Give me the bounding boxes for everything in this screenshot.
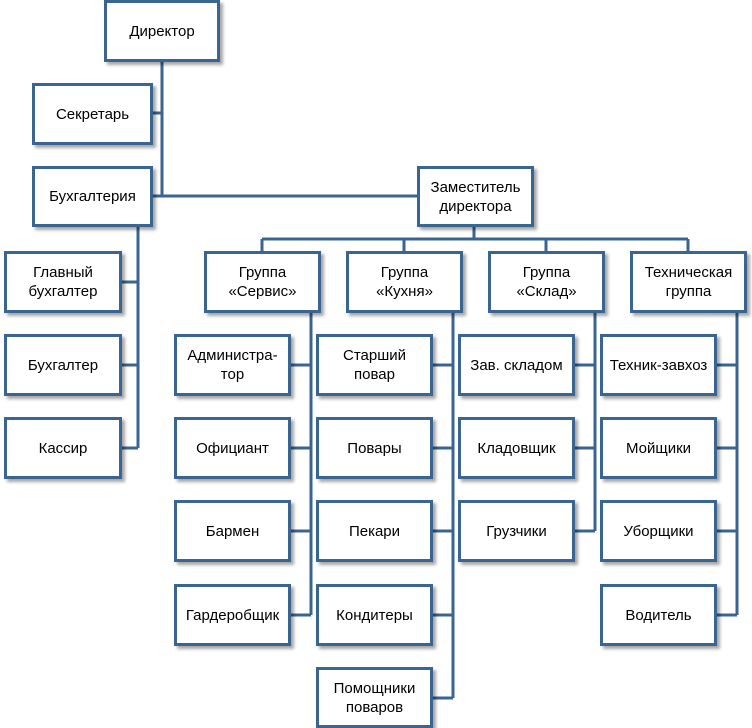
- deputy-director-label: Заместитель директора: [430, 178, 521, 215]
- technical-member-label: Уборщики: [623, 522, 694, 540]
- kitchen-member-label: Помощники поваров: [333, 679, 416, 716]
- director-box: Директор: [104, 0, 220, 62]
- cashier-box: Кассир: [4, 417, 122, 479]
- warehouse-member-label: Кладовщик: [477, 439, 556, 457]
- technical-member-label: Техник-завхоз: [609, 356, 708, 374]
- deputy-director-box: Заместитель директора: [417, 166, 534, 227]
- chief-accountant-box: Главный бухгалтер: [4, 251, 122, 313]
- kitchen-group-label: Группа «Кухня»: [376, 264, 433, 300]
- technical-group-label: Техническая группа: [644, 264, 733, 300]
- technical-member-label: Мойщики: [625, 439, 692, 457]
- kitchen-member-box: Повары: [316, 417, 433, 479]
- technical-member-box: Уборщики: [600, 500, 717, 562]
- accounting-label: Бухгалтерия: [49, 188, 136, 205]
- technical-member-label: Водитель: [625, 606, 692, 624]
- warehouse-member-box: Кладовщик: [458, 417, 575, 479]
- warehouse-group-label: Группа «Склад»: [516, 264, 577, 300]
- technical-member-box: Мойщики: [600, 417, 717, 479]
- secretary-box: Секретарь: [32, 83, 153, 145]
- service-member-box: Официант: [174, 417, 291, 479]
- service-member-box: Бармен: [174, 500, 291, 562]
- service-group-label: Группа «Сервис»: [228, 264, 297, 300]
- warehouse-member-box: Зав. складом: [458, 334, 575, 396]
- cashier-label: Кассир: [38, 439, 88, 457]
- chief-accountant-label: Главный бухгалтер: [28, 264, 98, 300]
- secretary-label: Секретарь: [55, 105, 130, 123]
- technical-group-box: Техническая группа: [630, 251, 747, 313]
- kitchen-member-label: Повары: [347, 439, 402, 457]
- service-member-box: Гардеробщик: [174, 584, 291, 646]
- kitchen-member-box: Кондитеры: [316, 584, 433, 646]
- warehouse-member-box: Грузчики: [458, 500, 575, 562]
- warehouse-member-label: Зав. складом: [470, 356, 563, 374]
- kitchen-member-box: Старший повар: [316, 334, 433, 396]
- technical-member-box: Водитель: [600, 584, 717, 646]
- service-group-box: Группа «Сервис»: [204, 251, 321, 313]
- accountant-box: Бухгалтер: [4, 334, 122, 396]
- accounting-box: Бухгалтерия: [32, 166, 153, 227]
- service-member-box: Администра- тор: [174, 334, 291, 396]
- service-member-label: Бармен: [205, 522, 260, 540]
- warehouse-member-label: Грузчики: [486, 522, 547, 540]
- service-member-label: Администра- тор: [187, 347, 278, 383]
- kitchen-group-box: Группа «Кухня»: [346, 251, 463, 313]
- kitchen-member-label: Пекари: [348, 522, 401, 540]
- service-member-label: Гардеробщик: [185, 606, 280, 624]
- kitchen-member-label: Старший повар: [342, 347, 406, 383]
- kitchen-member-box: Помощники поваров: [316, 667, 433, 728]
- kitchen-member-label: Кондитеры: [336, 606, 413, 624]
- warehouse-group-box: Группа «Склад»: [488, 251, 605, 313]
- technical-member-box: Техник-завхоз: [600, 334, 717, 396]
- service-member-label: Официант: [196, 439, 269, 457]
- director-label: Директор: [129, 22, 195, 40]
- accountant-label: Бухгалтер: [27, 356, 99, 374]
- kitchen-member-box: Пекари: [316, 500, 433, 562]
